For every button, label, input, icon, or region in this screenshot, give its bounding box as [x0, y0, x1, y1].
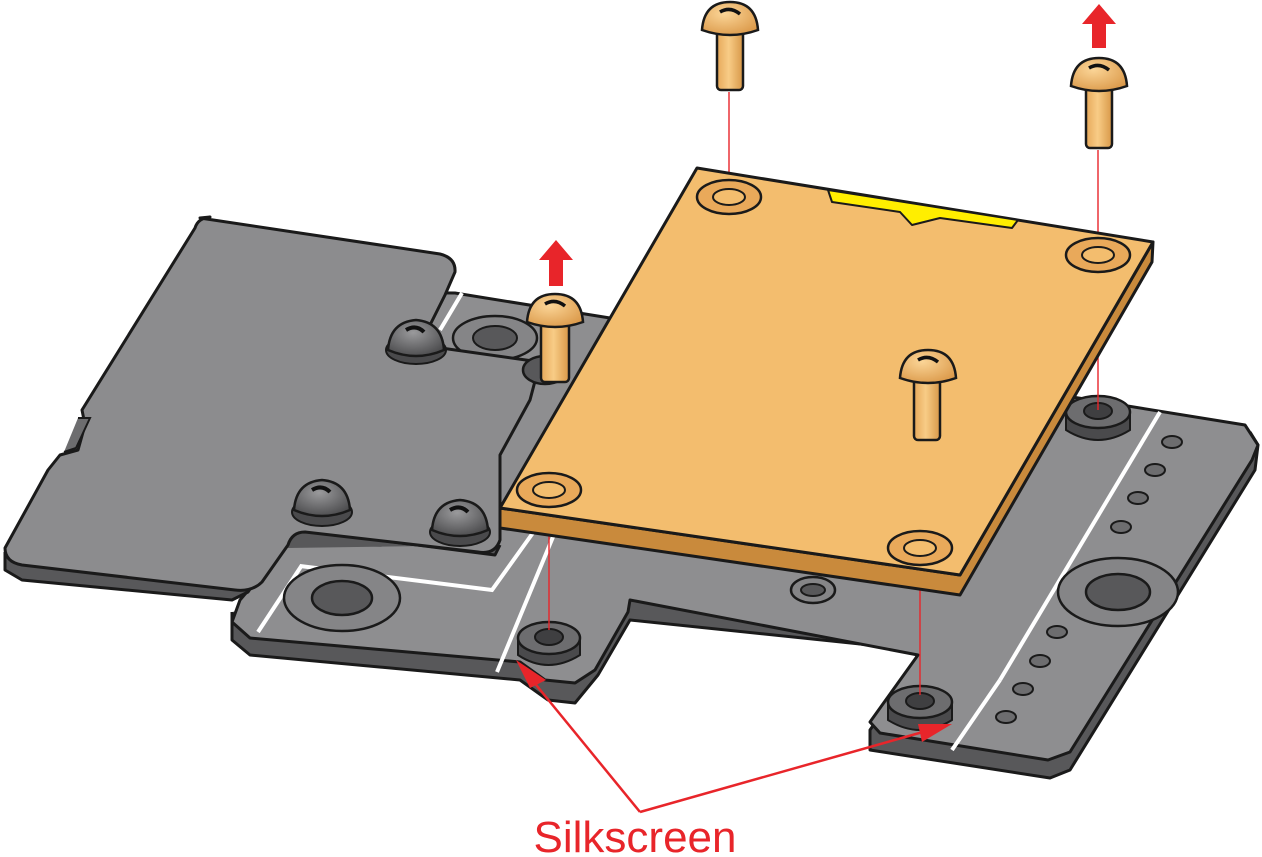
cover-plate [3, 215, 569, 602]
base-small-hole-center [789, 575, 837, 605]
callout-label: Silkscreen [534, 813, 737, 857]
screw-front-right [898, 348, 958, 442]
cover-screw-top [385, 318, 447, 365]
cover-screw-bottom-left [291, 478, 353, 527]
board-hole-front-right [886, 529, 954, 567]
silkscreen-line-top [438, 291, 464, 332]
pin-hole-row [995, 435, 1183, 724]
silkscreen-callout: Silkscreen [516, 660, 952, 857]
silkscreen-line-right-bottom [950, 678, 1002, 752]
callout-arrowhead-left [516, 660, 546, 688]
screw-icon [525, 292, 585, 384]
connector-strip [827, 189, 1019, 229]
standoff-front-left [516, 620, 582, 666]
screw-icon [700, 0, 760, 92]
base-hole-top [451, 314, 539, 362]
cover-plate-notch [63, 417, 92, 453]
screw-icon [1069, 56, 1129, 150]
callout-leader-left [527, 674, 641, 813]
board-hole-back-left [695, 178, 763, 216]
screw-front-left [525, 240, 585, 384]
circuit-board [498, 166, 1155, 597]
base-mounting-hole-left [282, 563, 402, 633]
board-hole-back-right [1064, 236, 1132, 274]
screw-back-left [700, 0, 760, 92]
up-arrow-icon [1082, 4, 1116, 48]
board-hole-front-left [515, 471, 583, 509]
callout-arrowhead-right [918, 724, 952, 742]
screw-icon [898, 348, 958, 442]
base-mounting-hole-right [1056, 556, 1180, 628]
cover-screw-bottom-right [429, 498, 491, 547]
screw-back-right [1069, 4, 1129, 150]
up-arrow-icon [539, 240, 573, 286]
silkscreen-line-right-top [998, 410, 1162, 682]
silkscreen-line-left [256, 563, 304, 634]
callout-leader-right [639, 728, 931, 814]
